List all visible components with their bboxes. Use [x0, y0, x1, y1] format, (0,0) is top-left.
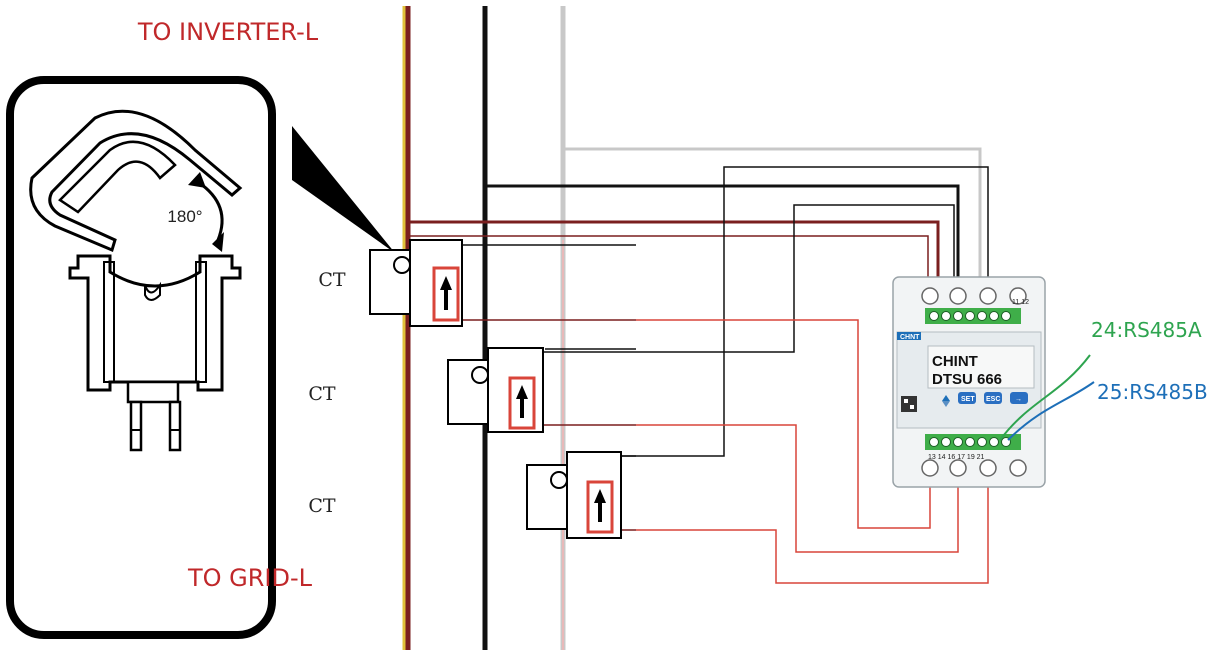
voltage-tap-l1 [408, 220, 940, 300]
ct-clamp-inset: 180° [6, 76, 395, 639]
rs485b-label: 25:RS485B [1097, 380, 1208, 404]
top-label: TO INVERTER-L [137, 18, 319, 46]
qr-code-icon [901, 396, 917, 412]
voltage-tap-l3 [563, 147, 982, 300]
meter-top-terminals [921, 287, 1027, 305]
voltage-tap-l2 [485, 184, 960, 320]
ct3-hole [550, 471, 568, 489]
ct1-hole [393, 256, 411, 274]
meter-brand: CHINT [932, 353, 978, 370]
meter-logo: CHNT [900, 334, 920, 341]
top-terminal-numbers: 11 12 [1012, 299, 1029, 306]
clamp-jaw-inner [58, 140, 177, 214]
ct-label-1: CT [318, 269, 346, 291]
ct2-red-wire [636, 424, 959, 553]
ct-clamp-2 [447, 347, 544, 433]
top-terminal-screws [929, 311, 1011, 321]
rotation-arrowhead-bottom [212, 232, 224, 252]
voltage-taps [408, 147, 982, 320]
meter-display [927, 345, 1035, 389]
inset-pointer [292, 126, 395, 253]
meter-enter-label: → [1015, 396, 1022, 403]
ct-clamp-3 [526, 451, 622, 539]
clamp-base [126, 380, 180, 404]
bottom-terminal-numbers: 13 14 16 17 19 21 [928, 454, 985, 461]
clamp-lead-right [168, 400, 182, 452]
bottom-terminal-screws [929, 437, 1011, 447]
angle-label: 180° [167, 207, 202, 226]
ct-label-3: CT [308, 495, 336, 517]
down-arrow-icon [942, 401, 950, 407]
ct2-hole [471, 366, 489, 384]
meter-set-label: SET [961, 396, 975, 403]
ct1-direction-arrow-icon [440, 276, 452, 310]
ct-label-2: CT [308, 383, 336, 405]
bottom-label: TO GRID-L [187, 564, 313, 592]
clamp-body-rib-right [195, 261, 207, 383]
clamp-jaw [29, 109, 243, 253]
ct3-direction-arrow-icon [594, 489, 606, 522]
energy-meter: 11 12 CHNT CHINT DTSU 666 SET ESC → 13 1 [892, 276, 1046, 488]
ct3-black-wire [570, 166, 989, 457]
rs485b-wire [1007, 381, 1095, 441]
rotation-arrowhead-top [188, 172, 206, 188]
logo-badge [897, 332, 921, 340]
clamp-body [68, 254, 242, 392]
clamp-lead-left [129, 400, 143, 452]
clamp-body-rib-left [103, 261, 115, 383]
meter-bottom-terminals [921, 459, 1027, 477]
ct3-red-wire [636, 470, 989, 584]
ct-signal-wires [410, 166, 989, 584]
up-arrow-icon [942, 395, 950, 401]
meter-esc-button[interactable] [984, 392, 1002, 404]
rs485a-label: 24:RS485A [1091, 318, 1202, 342]
meter-set-button[interactable] [958, 392, 976, 404]
rs485a-wire [999, 354, 1091, 441]
clamp-notch [144, 281, 161, 301]
meter-enter-button[interactable] [1010, 392, 1028, 404]
ct2-black-wire [490, 204, 955, 353]
ct-clamp-1 [369, 239, 463, 327]
meter-model: DTSU 666 [932, 371, 1002, 388]
meter-esc-label: ESC [986, 396, 1000, 403]
ct1-red-wire [636, 319, 931, 529]
ct2-direction-arrow-icon [516, 385, 528, 418]
